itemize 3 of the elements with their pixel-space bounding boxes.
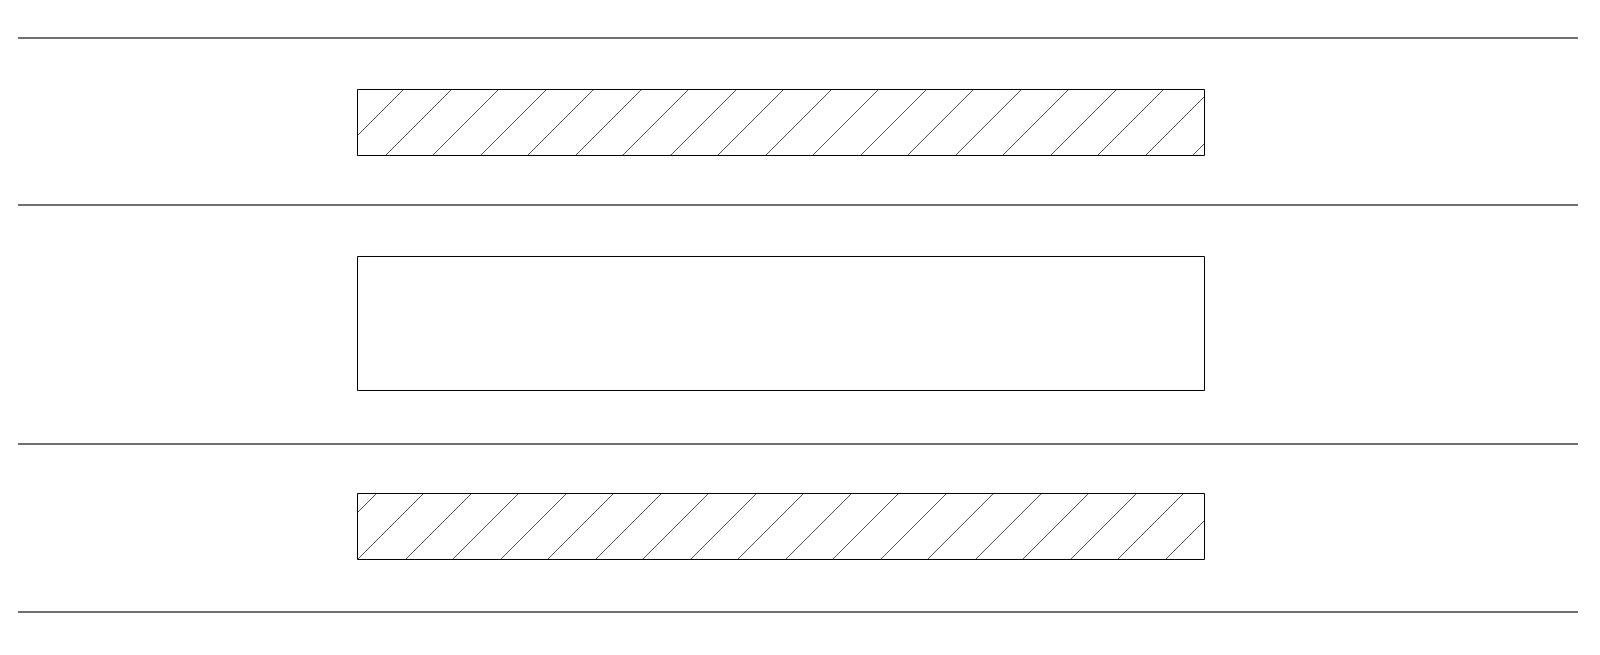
hatched-layer: [357, 493, 1205, 560]
plain-layer: [357, 256, 1205, 391]
hatched-layer: [357, 89, 1205, 156]
